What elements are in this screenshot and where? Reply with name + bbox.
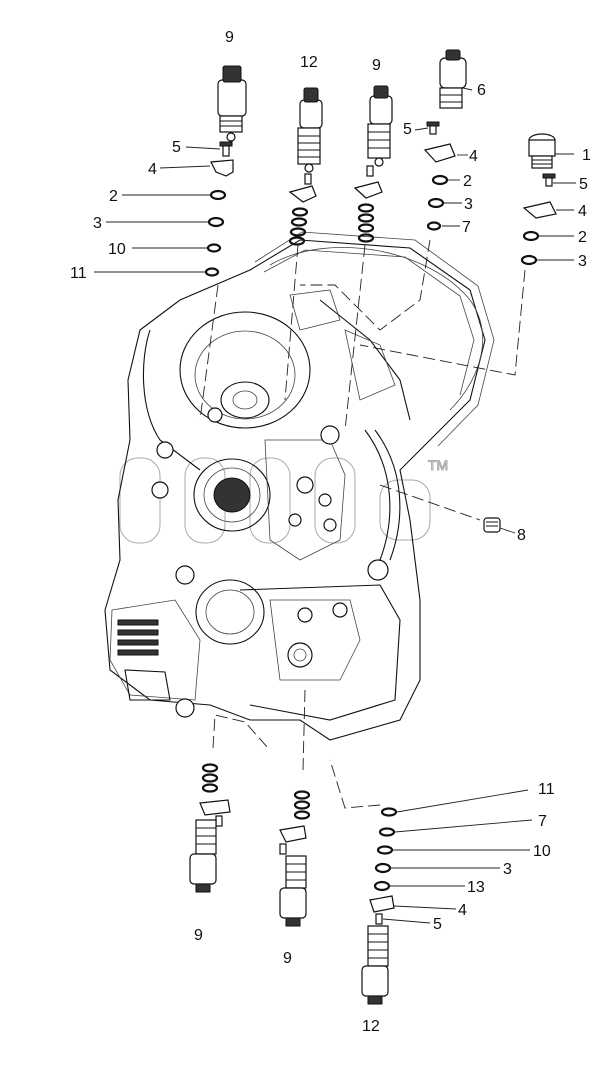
oring-3-r (520, 254, 538, 266)
oring-stack-9-lower-left (201, 763, 219, 793)
callout-10-ul: 10 (108, 241, 126, 258)
callout-7-ur: 7 (462, 219, 471, 236)
callout-3-ul: 3 (93, 215, 102, 232)
oring-stack-12-upper (288, 207, 309, 246)
bolt-9-lower-left (215, 815, 223, 827)
bracket-9-upper-mid (353, 181, 383, 199)
bolt-5-r (542, 173, 556, 187)
callout-11-lr: 11 (538, 781, 555, 798)
bolt-5-ul (219, 141, 233, 157)
callout-12-bottom: 12 (362, 1018, 380, 1035)
oring-7-ur (426, 221, 442, 231)
oring-2-ul (209, 189, 227, 201)
bolt-9-lower-mid (279, 843, 287, 855)
plug-1 (528, 133, 556, 169)
bracket-4-r (522, 201, 557, 219)
oring-3-lr (374, 862, 392, 874)
callout-4-ul: 4 (148, 161, 157, 178)
callout-2-r: 2 (578, 229, 587, 246)
transmission-housing (104, 231, 495, 741)
oring-2-r (522, 230, 540, 242)
oring-7-lr (378, 827, 396, 837)
solenoid-valve-9-lower-mid (279, 855, 307, 927)
pressure-sensor-6 (439, 49, 467, 109)
oring-3-ul (207, 216, 225, 228)
callout-3-r: 3 (578, 253, 587, 270)
plug-8 (483, 517, 501, 533)
callout-5-ul: 5 (172, 139, 181, 156)
callout-2-ul: 2 (109, 188, 118, 205)
callout-12-top: 12 (300, 54, 318, 71)
callout-9-bottom-left: 9 (194, 927, 203, 944)
callout-3-ur: 3 (464, 196, 473, 213)
oring-2-ur (431, 174, 449, 186)
solenoid-valve-9-lower-left (189, 819, 217, 893)
callout-10-lr: 10 (533, 843, 551, 860)
bolt-9-upper-mid (366, 165, 374, 177)
nameplate (117, 619, 159, 656)
solenoid-valve-9-upper-mid (367, 85, 393, 167)
callout-5-lr: 5 (433, 916, 442, 933)
callout-6: 6 (477, 82, 486, 99)
callout-11-ul: 11 (70, 265, 87, 282)
oring-stack-9-upper-mid (357, 203, 375, 243)
callout-7-lr: 7 (538, 813, 547, 830)
bracket-4-lr (369, 895, 395, 913)
solenoid-valve-12-lower (361, 925, 389, 1005)
solenoid-valve-9-upper-left (217, 65, 247, 142)
bracket-9-lower-mid (279, 825, 307, 843)
watermark: TM (119, 457, 449, 544)
bracket-12-upper (288, 185, 317, 203)
bolt-5-lr (375, 913, 383, 925)
oring-11-ul (204, 267, 220, 277)
callout-9-bottom-mid: 9 (283, 950, 292, 967)
callout-5-ur: 5 (403, 121, 412, 138)
bolt-12-upper (304, 173, 312, 185)
callout-9-top-left: 9 (225, 29, 234, 46)
leader-lines (94, 87, 576, 924)
callout-4-ur: 4 (469, 148, 478, 165)
callout-4-r: 4 (578, 203, 587, 220)
oring-10-ul (206, 243, 222, 253)
callout-8: 8 (517, 527, 526, 544)
oring-11-lr (380, 807, 398, 817)
bolt-5-ur (426, 121, 440, 135)
watermark-tm: TM (428, 457, 448, 473)
callout-1: 1 (582, 147, 591, 164)
oring-3-ur (427, 197, 445, 209)
assembly-lines (199, 239, 526, 809)
oring-13-lr (373, 880, 391, 892)
callout-13: 13 (467, 879, 485, 896)
bracket-4-ul (210, 159, 234, 177)
callout-4-lr: 4 (458, 902, 467, 919)
callout-labels: 9 12 9 6 5 4 2 3 7 1 5 4 2 3 5 4 2 3 10 … (70, 29, 591, 1035)
bracket-9-lower-left (199, 799, 231, 816)
callout-3-lr: 3 (503, 861, 512, 878)
oring-10-lr (376, 845, 394, 855)
oring-stack-9-lower-mid (293, 790, 311, 820)
bracket-4-ur (423, 143, 456, 163)
callout-5-r: 5 (579, 176, 588, 193)
solenoid-valve-12-upper (297, 87, 323, 173)
callout-2-ur: 2 (463, 173, 472, 190)
callout-9-top-mid: 9 (372, 57, 381, 74)
